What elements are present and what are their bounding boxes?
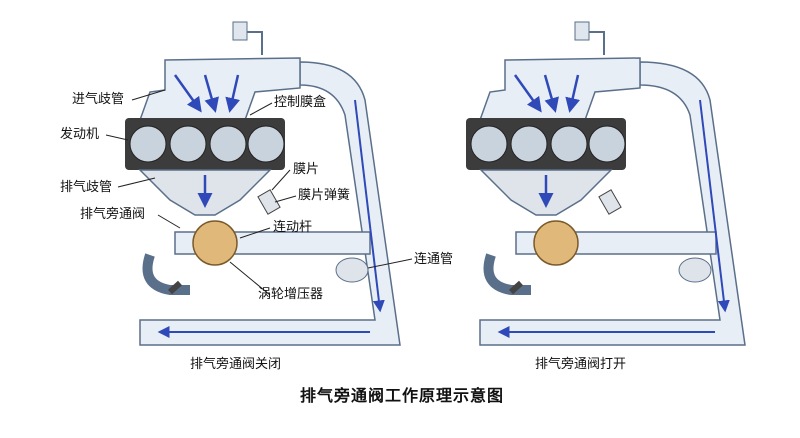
label-intake-manifold: 进气歧管 [72, 92, 124, 108]
right-sensor [575, 22, 589, 40]
diagram-title: 排气旁通阀工作原理示意图 [300, 382, 504, 406]
label-connecting-pipe: 连通管 [414, 252, 453, 268]
left-turbo-housing [193, 221, 237, 265]
right-intake-manifold [480, 58, 640, 120]
label-connecting-rod: 连动杆 [273, 220, 312, 236]
label-engine: 发动机 [60, 127, 99, 143]
caption-valve-closed: 排气旁通阀关闭 [190, 353, 281, 372]
label-diaphragm-spring: 膜片弹簧 [298, 188, 350, 204]
caption-valve-open: 排气旁通阀打开 [535, 353, 626, 372]
label-control-diaphragm-box: 控制膜盒 [274, 95, 326, 111]
right-diagram [466, 22, 745, 345]
label-diaphragm: 膜片 [293, 162, 319, 178]
label-exhaust-bypass-valve: 排气旁通阀 [80, 207, 145, 223]
label-exhaust-manifold: 排气歧管 [60, 180, 112, 196]
left-sensor [233, 22, 247, 40]
right-turbo-housing [534, 221, 578, 265]
label-turbocharger: 涡轮增压器 [258, 287, 323, 303]
